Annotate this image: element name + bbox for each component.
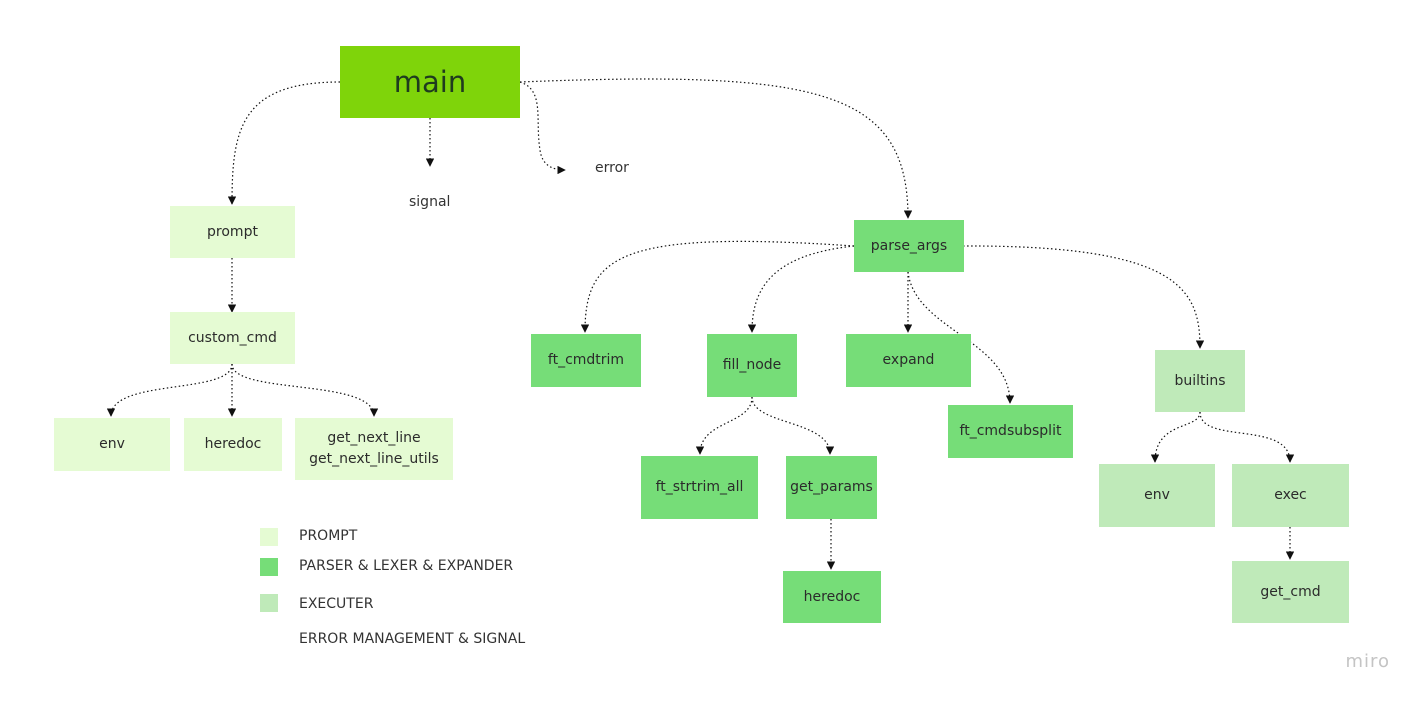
- node-get-next-line-line1: get_next_line: [327, 430, 421, 446]
- node-get-next-line[interactable]: get_next_line get_next_line_utils: [295, 418, 453, 480]
- edge-custom-cmd-gnl: [231, 363, 379, 417]
- node-get-params[interactable]: get_params: [786, 456, 877, 519]
- legend-swatch-parser: [260, 558, 278, 576]
- legend-swatch-executer: [260, 594, 278, 612]
- legend-label-parser: PARSER & LEXER & EXPANDER: [299, 558, 514, 574]
- edge-main-parse-args: [519, 78, 913, 219]
- node-get-next-line-line2: get_next_line_utils: [309, 451, 439, 467]
- edge-fill-node-ft-strtrim-all: [695, 396, 753, 455]
- node-fill-node[interactable]: fill_node: [707, 334, 797, 397]
- legend-label-error: ERROR MANAGEMENT & SIGNAL: [299, 631, 526, 647]
- edge-builtins-env: [1150, 411, 1201, 463]
- edge-fill-node-get-params: [751, 396, 835, 455]
- edge-parse-args-fill-node: [747, 245, 855, 333]
- label-signal: signal: [409, 194, 451, 210]
- node-heredoc-parser[interactable]: heredoc: [783, 571, 881, 623]
- edge-parse-args-ft-cmdsubsplit: [907, 271, 1015, 404]
- edge-builtins-exec: [1199, 411, 1295, 463]
- edge-custom-cmd-env: [106, 363, 233, 417]
- node-main[interactable]: main: [340, 46, 520, 118]
- node-builtins[interactable]: builtins: [1155, 350, 1245, 412]
- legend-label-executer: EXECUTER: [299, 596, 374, 612]
- legend-label-prompt: PROMPT: [299, 528, 358, 544]
- edge-main-prompt: [227, 81, 341, 205]
- node-ft-strtrim-all[interactable]: ft_strtrim_all: [641, 456, 758, 519]
- node-prompt[interactable]: prompt: [170, 206, 295, 258]
- miro-logo: miro: [1345, 651, 1390, 672]
- node-ft-cmdtrim[interactable]: ft_cmdtrim: [531, 334, 641, 387]
- edge-parse-args-ft-cmdtrim: [580, 240, 855, 333]
- node-parse-args[interactable]: parse_args: [854, 220, 964, 272]
- edge-main-error: [519, 81, 566, 175]
- node-expand[interactable]: expand: [846, 334, 971, 387]
- edge-parse-args-builtins: [962, 245, 1205, 349]
- node-get-cmd[interactable]: get_cmd: [1232, 561, 1349, 623]
- node-env-exec[interactable]: env: [1099, 464, 1215, 527]
- label-error: error: [595, 160, 629, 176]
- node-env-prompt[interactable]: env: [54, 418, 170, 471]
- node-ft-cmdsubsplit[interactable]: ft_cmdsubsplit: [948, 405, 1073, 458]
- node-heredoc-prompt[interactable]: heredoc: [184, 418, 282, 471]
- node-custom-cmd[interactable]: custom_cmd: [170, 312, 295, 364]
- legend-swatch-prompt: [260, 528, 278, 546]
- node-exec[interactable]: exec: [1232, 464, 1349, 527]
